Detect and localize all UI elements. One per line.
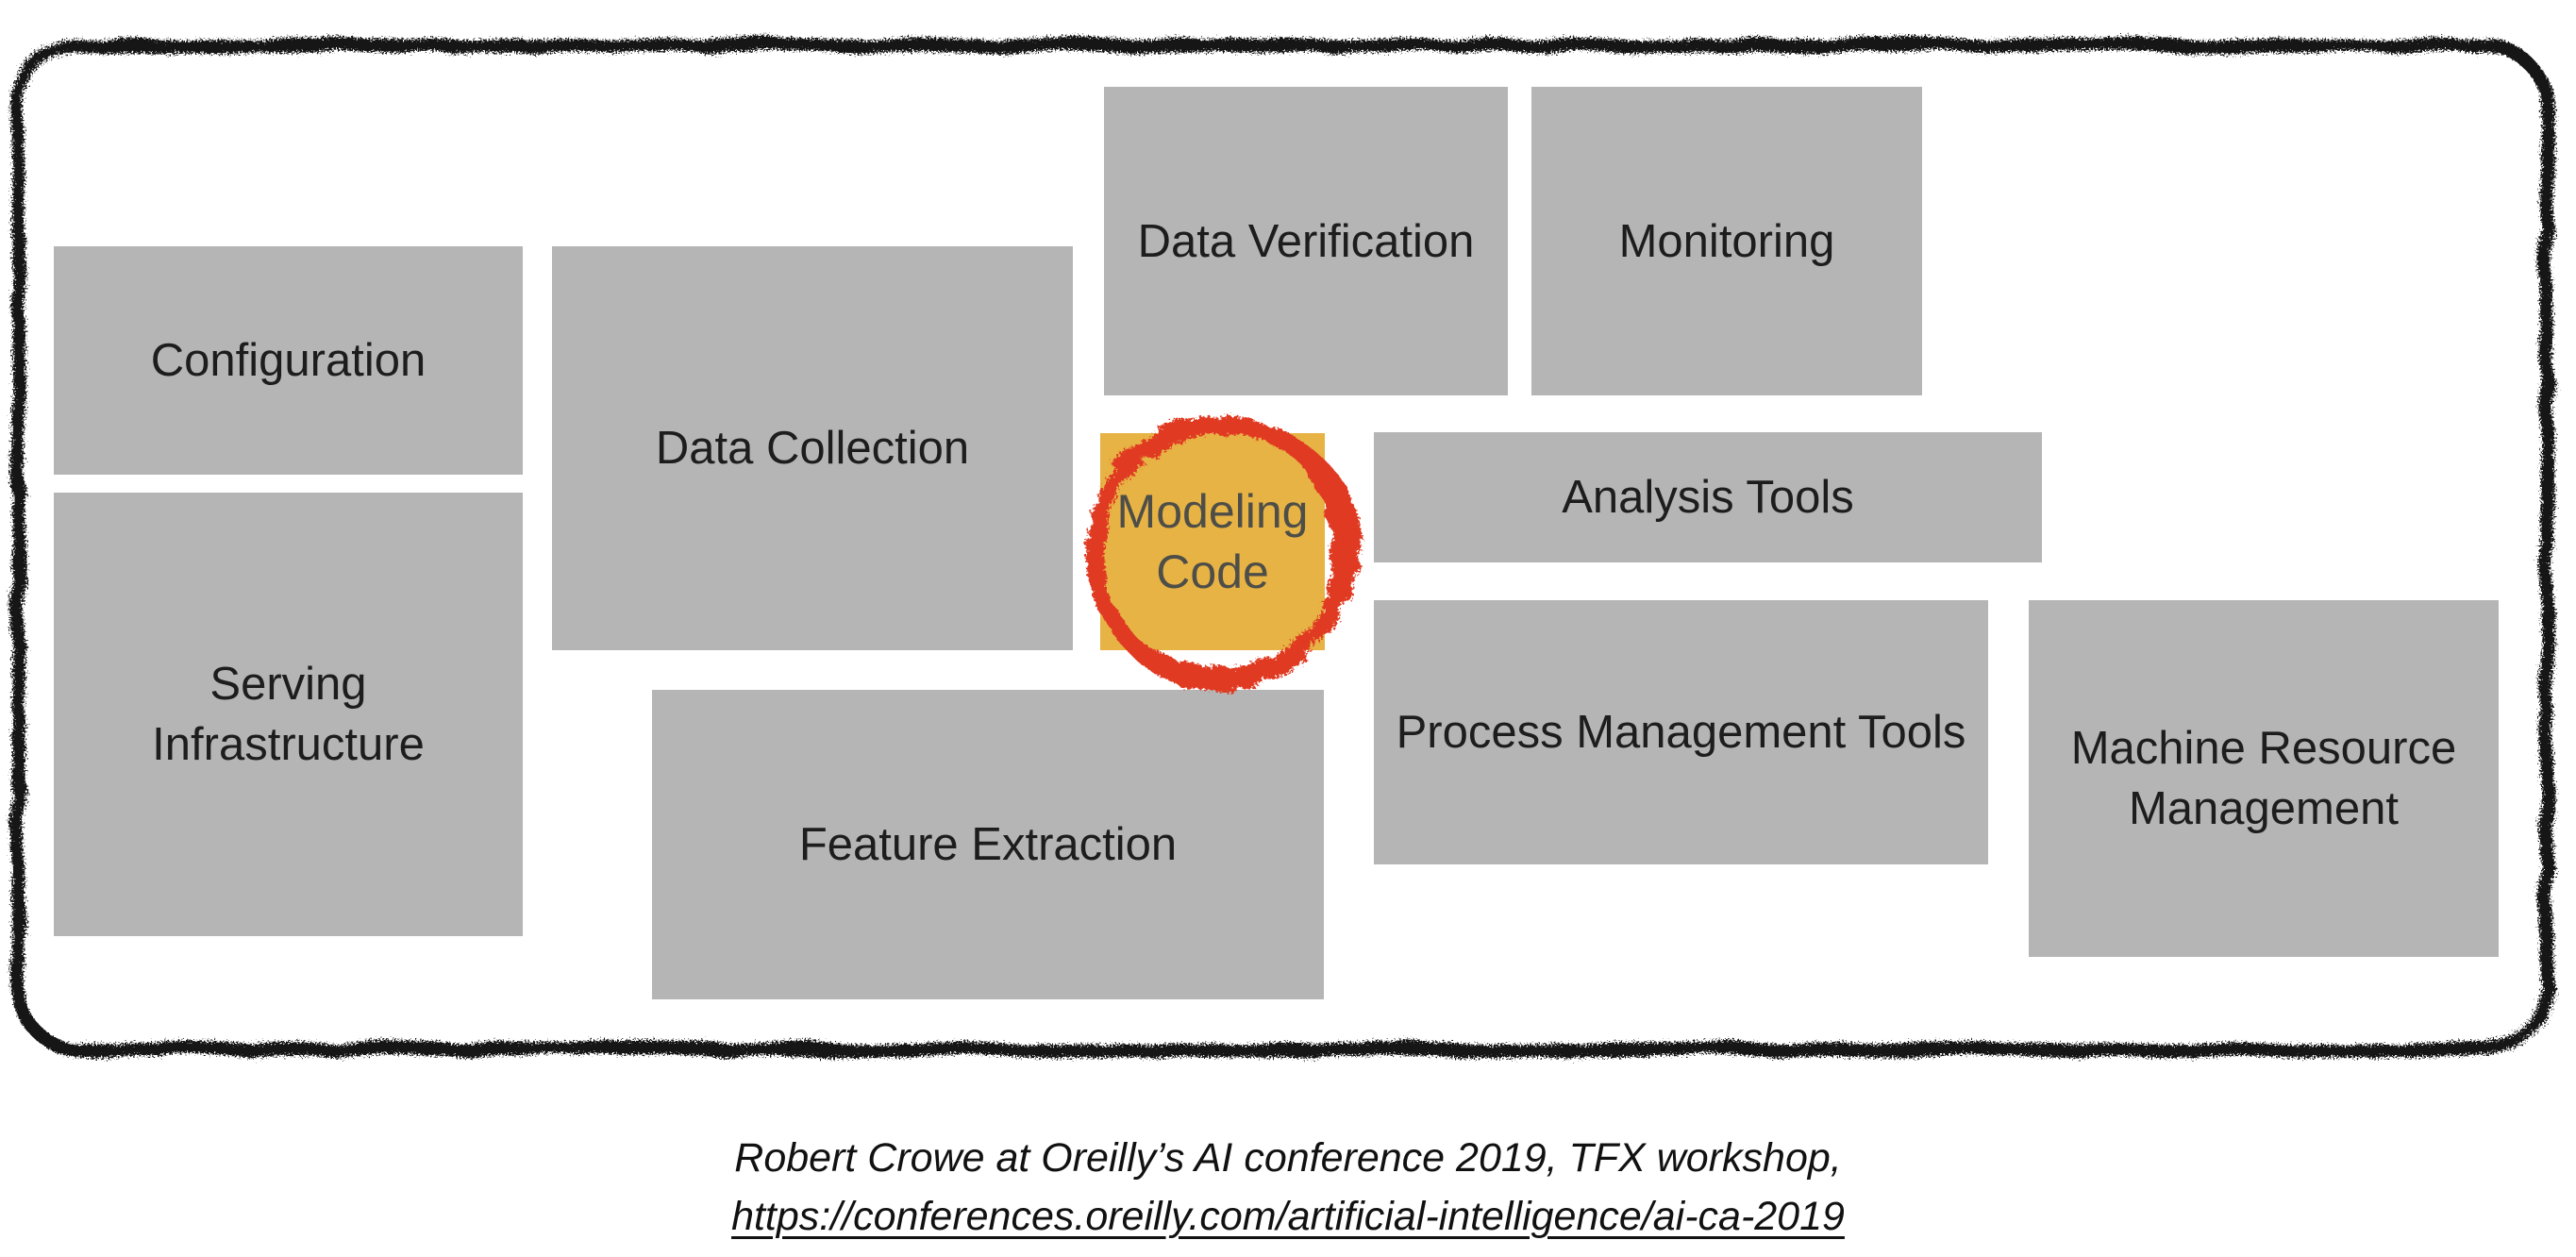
box-monitoring: Monitoring: [1531, 87, 1922, 395]
caption: Robert Crowe at Oreilly’s AI conference …: [0, 1129, 2576, 1246]
box-label: Feature Extraction: [798, 819, 1178, 870]
box-label: Configuration: [150, 335, 427, 386]
box-label: Data Collection: [655, 423, 970, 474]
caption-link[interactable]: https://conferences.oreilly.com/artifici…: [731, 1194, 1845, 1239]
box-analysis-tools: Analysis Tools: [1374, 432, 2042, 562]
box-label: Data Verification: [1137, 215, 1475, 267]
caption-link-row: https://conferences.oreilly.com/artifici…: [0, 1187, 2576, 1246]
caption-text: Robert Crowe at Oreilly’s AI conference …: [734, 1135, 1842, 1181]
box-label: Monitoring: [1618, 215, 1835, 267]
box-label: Process Management Tools: [1396, 707, 1966, 758]
box-serving-infrastructure: Serving Infrastructure: [54, 493, 523, 936]
box-label: Modeling Code: [1116, 485, 1309, 598]
box-machine-resource-management: Machine Resource Management: [2029, 600, 2499, 957]
box-label: Analysis Tools: [1562, 472, 1854, 523]
box-label: Serving Infrastructure: [152, 659, 425, 770]
box-feature-extraction: Feature Extraction: [652, 690, 1324, 999]
box-data-verification: Data Verification: [1104, 87, 1508, 395]
box-process-management-tools: Process Management Tools: [1374, 600, 1988, 864]
box-configuration: Configuration: [54, 246, 523, 475]
box-modeling-code: Modeling Code: [1100, 433, 1325, 650]
box-label: Machine Resource Management: [2070, 723, 2457, 834]
box-data-collection: Data Collection: [552, 246, 1073, 650]
